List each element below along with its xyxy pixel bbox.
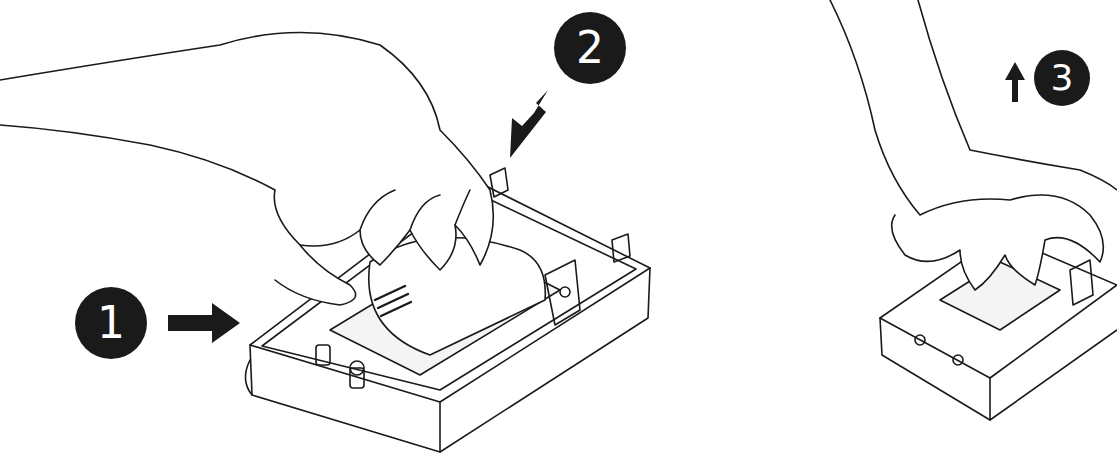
callout-circle	[554, 12, 626, 84]
callout-circle	[1034, 50, 1090, 106]
push-arrow	[168, 303, 240, 343]
tray-side	[880, 318, 1117, 420]
press-arrow	[510, 90, 548, 158]
tray-edge	[439, 402, 441, 452]
roll-marks	[375, 286, 411, 316]
clip	[545, 260, 580, 325]
post	[350, 368, 364, 388]
hand	[830, 0, 1117, 290]
callout-circle	[75, 287, 147, 359]
post	[316, 345, 330, 365]
tray-edge	[989, 378, 991, 420]
paper-roll	[369, 238, 546, 356]
post-top	[953, 355, 963, 365]
post-top	[350, 361, 364, 375]
post-top	[915, 335, 925, 345]
callout-number: 3	[1051, 60, 1074, 96]
clip-hole	[560, 287, 570, 297]
callout-number: 2	[576, 26, 604, 70]
clip	[1070, 260, 1093, 305]
wrist-line	[918, 0, 1117, 190]
clip	[490, 168, 508, 197]
hand-outline	[830, 0, 1103, 290]
thumb	[275, 245, 356, 305]
callout-number: 1	[97, 301, 125, 345]
finger-lines	[360, 190, 470, 230]
mechanism	[940, 262, 1060, 330]
lift-arrow	[1005, 62, 1025, 102]
hand-outline	[0, 33, 493, 271]
clip	[612, 234, 630, 262]
hand	[0, 33, 493, 306]
tray-lip	[245, 360, 252, 395]
